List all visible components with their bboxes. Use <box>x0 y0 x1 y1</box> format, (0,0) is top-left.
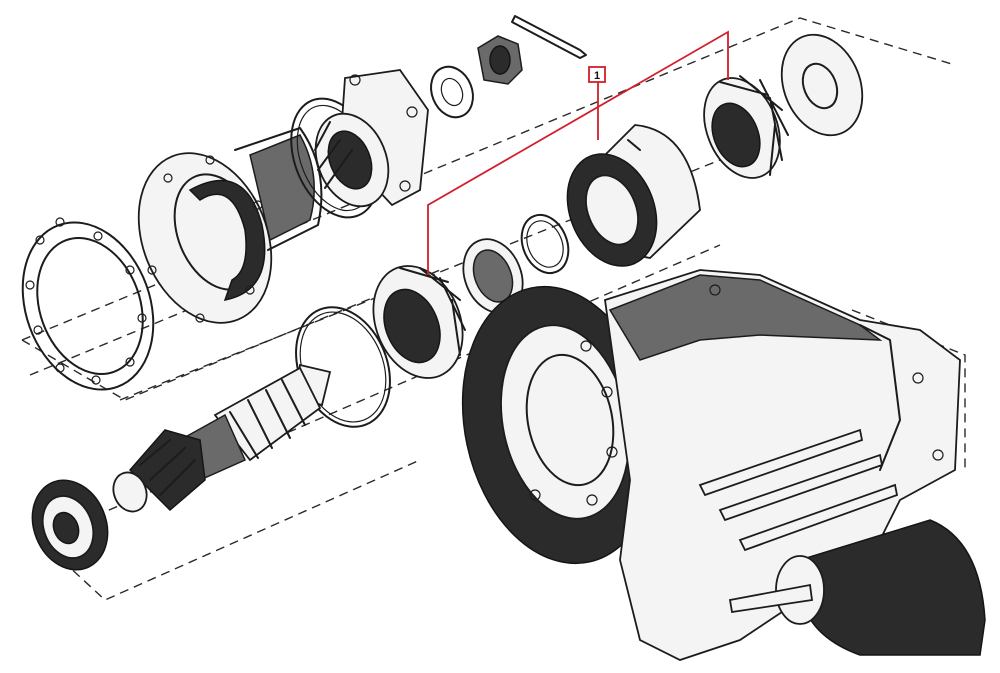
callout-group: 1 <box>427 30 729 275</box>
differential-housing <box>604 269 986 661</box>
tapered-roller-bearing-top <box>703 75 789 179</box>
thrust-washer <box>430 65 474 119</box>
shim-ring <box>520 213 570 275</box>
pilot-roller-bearing <box>31 479 109 571</box>
bearing-cup-sleeve <box>566 124 701 267</box>
callout-leader-to-bearing-middle <box>427 30 729 275</box>
shim-washer <box>780 33 864 137</box>
companion-flange <box>314 69 429 208</box>
bearing-housing-flange <box>137 127 323 324</box>
castle-nut <box>477 35 523 85</box>
flange-gasket <box>21 217 155 391</box>
tapered-roller-bearing-middle <box>372 265 466 379</box>
callout-label: 1 <box>594 70 600 82</box>
callout-box <box>588 66 606 83</box>
ring-gear <box>461 285 659 565</box>
cotter-pin <box>511 15 587 59</box>
drive-pinion-shaft <box>112 363 332 513</box>
